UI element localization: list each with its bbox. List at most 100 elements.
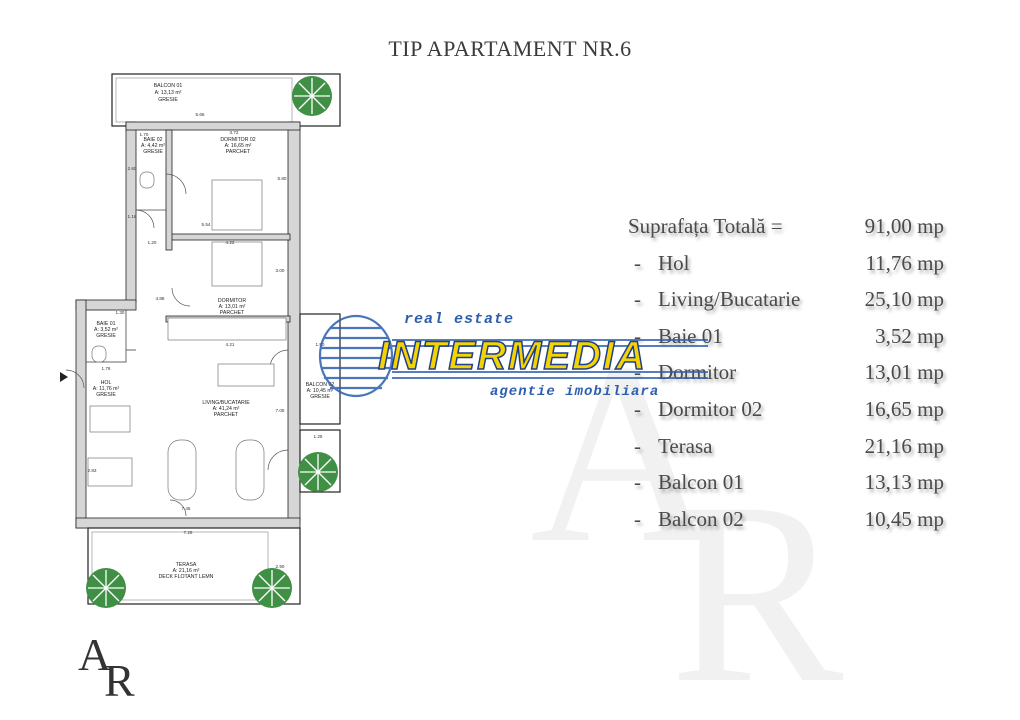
area-label: Hol (658, 250, 690, 275)
terasa-floor: DECK FLOTANT LEMN (159, 574, 214, 580)
dim-150: 1.50 (316, 342, 325, 347)
wc-baie02 (139, 171, 155, 189)
area-total-row: Suprafața Totală = 91,00 mp (628, 208, 968, 245)
baie01-area: A: 3,52 m² (94, 327, 118, 333)
area-label: Baie 01 (658, 323, 723, 348)
baie01-name: BAIE 01 (96, 321, 115, 327)
baie01-floor: GRESIE (96, 333, 116, 339)
area-row-terasa: - Terasa 21,16 mp (628, 428, 968, 465)
area-value: 21,16 mp (864, 433, 944, 458)
area-value: 16,65 mp (864, 396, 944, 421)
entrance-arrow-icon (60, 372, 68, 382)
area-label: Living/Bucatarie (658, 287, 801, 312)
armchair-left (167, 439, 197, 501)
living-floor: PARCHET (214, 412, 239, 418)
hol-floor: GRESIE (96, 392, 116, 398)
living-area: A: 41,24 m² (213, 406, 240, 412)
terasa-area: A: 21,16 m² (173, 568, 200, 574)
dim-372: 3.72 (230, 130, 239, 135)
area-value: 10,45 mp (864, 506, 944, 531)
balcon02-floor: GRESIE (310, 394, 330, 400)
ar-logo: A R (78, 630, 135, 700)
dining-table (87, 457, 133, 487)
dim-422: 4.22 (226, 240, 235, 245)
balcon02-name: BALCON 02 (306, 382, 335, 388)
area-row-living: - Living/Bucatarie 25,10 mp (628, 281, 968, 318)
dim-130: 1.30 (116, 310, 125, 315)
area-label: Balcon 01 (658, 470, 744, 495)
baie02-area: A: 4,42 m² (141, 143, 165, 149)
dormitor-area: A: 13,01 m² (219, 304, 246, 310)
watermark-main-text: INTERMEDIA (377, 333, 647, 379)
watermark-bottom-text: agentie imobiliara (490, 384, 660, 400)
area-list: Suprafața Totală = 91,00 mp - Hol 11,76 … (628, 208, 968, 537)
dim-176: 1.76 (102, 366, 111, 371)
armchair-right (235, 439, 265, 501)
plant-terasa-left-icon (85, 567, 127, 609)
floor-plan-drawing: BALCON 01 A: 13,13 m² GRESIE BAIE 02 A: … (60, 73, 341, 609)
dormitor02-name: DORMITOR 02 (220, 137, 255, 143)
bed-dormitor02 (211, 179, 263, 231)
balcon01-area: A: 13,13 m² (155, 90, 182, 96)
terasa-name: TERASA (176, 562, 197, 568)
area-value: 25,10 mp (864, 287, 944, 312)
logo-letter-a: A (78, 630, 111, 680)
logo-letter-r: R (104, 655, 135, 700)
bg-letter-a: A (530, 309, 718, 597)
hol-area: A: 11,76 m² (93, 386, 120, 392)
area-row-balcon02: - Balcon 02 10,45 mp (628, 501, 968, 538)
dim-580: 5.80 (278, 176, 287, 181)
dim-565: 5.65 (196, 112, 205, 117)
area-row-baie01: - Baie 01 3,52 mp (628, 318, 968, 355)
area-value: 13,13 mp (864, 470, 944, 495)
baie02-floor: GRESIE (143, 149, 163, 155)
area-value: 3,52 mp (875, 323, 944, 348)
balcon01-floor: GRESIE (158, 97, 178, 103)
area-label: Dormitor 02 (658, 396, 763, 421)
dim-290: 2.90 (276, 564, 285, 569)
wall-baie02-right (165, 129, 173, 251)
dim-725: 7.25 (184, 530, 193, 535)
sofa (217, 363, 275, 387)
intermedia-watermark-logo (318, 314, 708, 398)
dim-554: 5.54 (202, 222, 211, 227)
hol-name: HOL (101, 380, 112, 386)
wall-top (125, 121, 301, 131)
area-total-label: Suprafața Totală = (628, 214, 783, 238)
dormitor-floor: PARCHET (220, 310, 245, 316)
dim-170: 1.70 (140, 132, 149, 137)
kitchen-counter (167, 317, 287, 341)
area-value: 11,76 mp (865, 250, 944, 275)
dim-118: 1.18 (128, 214, 137, 219)
plant-terasa-right-icon (251, 567, 293, 609)
area-total-value: 91,00 mp (864, 214, 944, 238)
dim-283: 2.83 (88, 468, 97, 473)
dormitor02-area: A: 16,65 m² (225, 143, 252, 149)
dim-125: 1.25 (314, 434, 323, 439)
dim-705: 7.05 (276, 408, 285, 413)
balcon02-area: A: 10,45 m² (307, 388, 334, 394)
background-ar-watermark: A R (530, 309, 845, 710)
plant-balcon01-icon (291, 75, 333, 117)
dormitor02-floor: PARCHET (226, 149, 251, 155)
bed-dormitor (211, 241, 263, 287)
dormitor-name: DORMITOR (218, 298, 246, 304)
area-row-dormitor02: - Dormitor 02 16,65 mp (628, 391, 968, 428)
dim-745: 7.45 (182, 506, 191, 511)
cabinet (89, 405, 131, 433)
dim-300: 3.00 (276, 268, 285, 273)
area-row-balcon01: - Balcon 01 13,13 mp (628, 464, 968, 501)
baie02-name: BAIE 02 (143, 137, 162, 143)
living-name: LIVING/BUCATARIE (202, 400, 250, 406)
wall-left-lower (75, 299, 87, 529)
dim-421: 4.21 (226, 342, 235, 347)
bg-letter-r: R (670, 449, 845, 710)
plant-balcon02-icon (297, 451, 339, 493)
balcon01-name: BALCON 01 (154, 83, 183, 89)
dim-120: 1.20 (148, 240, 157, 245)
area-value: 13,01 mp (864, 360, 944, 385)
dim-260: 2.60 (128, 166, 137, 171)
area-label: Terasa (658, 433, 713, 458)
wall-left-upper (125, 121, 137, 303)
